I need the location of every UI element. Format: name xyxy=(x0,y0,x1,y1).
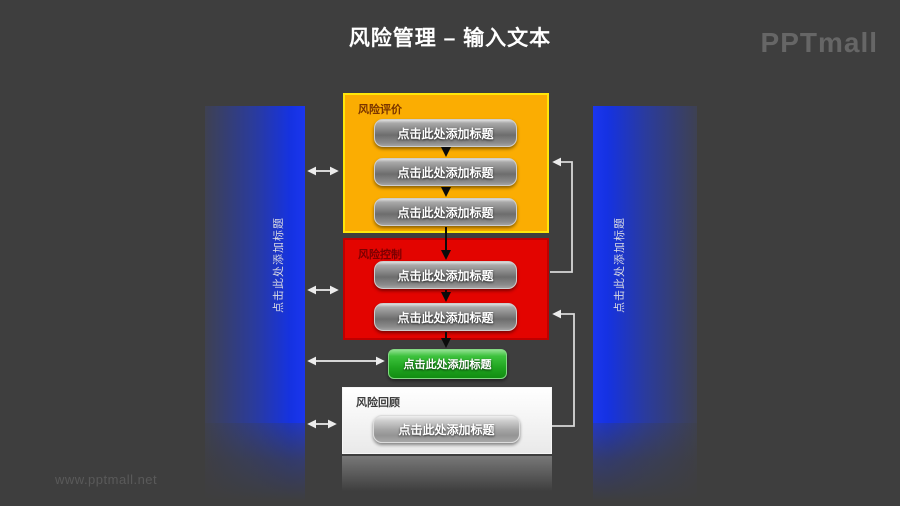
review-box-reflection xyxy=(342,456,552,496)
evaluation-placeholder-button-2[interactable]: 点击此处添加标题 xyxy=(374,158,517,186)
risk-review-label: 风险回顾 xyxy=(356,397,400,409)
evaluation-placeholder-button-3[interactable]: 点击此处添加标题 xyxy=(374,198,517,226)
control-placeholder-button-2[interactable]: 点击此处添加标题 xyxy=(374,303,517,331)
feedback-connector-review-to-control xyxy=(552,309,575,427)
risk-evaluation-label: 风险评价 xyxy=(358,104,402,116)
control-placeholder-button-1[interactable]: 点击此处添加标题 xyxy=(374,261,517,289)
left-title-bar[interactable]: 点击此处添加标题 xyxy=(205,106,305,423)
right-title-bar[interactable]: 点击此处添加标题 xyxy=(593,106,697,423)
left-bar-reflection xyxy=(205,423,305,505)
left-title-bar-label: 点击此处添加标题 xyxy=(273,216,285,313)
pptmall-logo: PPTmall xyxy=(760,27,878,58)
watermark-url: www.pptmall.net xyxy=(55,472,158,487)
right-bar-reflection xyxy=(593,423,697,505)
feedback-connector-control-to-evaluation xyxy=(550,157,573,273)
right-title-bar-label: 点击此处添加标题 xyxy=(614,216,626,313)
evaluation-placeholder-button-1[interactable]: 点击此处添加标题 xyxy=(374,119,517,147)
action-placeholder-button[interactable]: 点击此处添加标题 xyxy=(388,349,507,379)
risk-control-label: 风险控制 xyxy=(358,249,402,261)
review-placeholder-button[interactable]: 点击此处添加标题 xyxy=(373,415,520,443)
page-title: 风险管理 – 输入文本 xyxy=(348,27,552,50)
